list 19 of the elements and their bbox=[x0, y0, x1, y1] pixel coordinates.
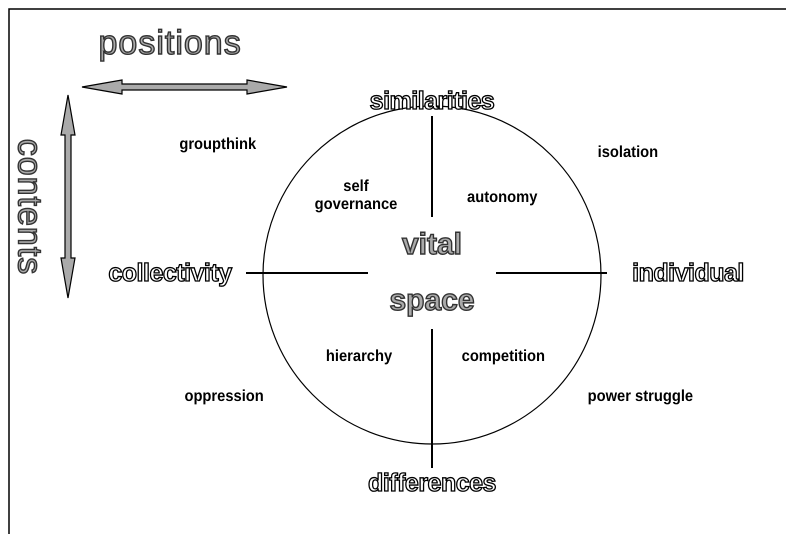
axis-label: collectivity bbox=[94, 258, 246, 288]
quadrant-label: hierarchy bbox=[326, 348, 392, 366]
axis-label: similarities bbox=[340, 86, 524, 116]
quadrant-label: competition bbox=[461, 348, 545, 366]
quadrant-label: oppression bbox=[184, 388, 264, 406]
connector-line bbox=[246, 272, 368, 274]
quadrant-label: autonomy bbox=[467, 189, 538, 208]
axis-label: differences bbox=[345, 468, 519, 498]
axis-title: positions bbox=[98, 26, 242, 60]
connector-line bbox=[431, 329, 433, 468]
quadrant-label: power struggle bbox=[587, 388, 693, 406]
connector-line bbox=[496, 272, 607, 274]
quadrant-label: isolation bbox=[598, 144, 658, 162]
axis-title: contents bbox=[12, 138, 46, 276]
quadrant-label: groupthink bbox=[179, 136, 256, 154]
center-label: vital space bbox=[368, 217, 496, 329]
axis-label: individual bbox=[607, 258, 769, 288]
quadrant-label: self governance bbox=[314, 178, 398, 214]
connector-line bbox=[431, 116, 433, 217]
